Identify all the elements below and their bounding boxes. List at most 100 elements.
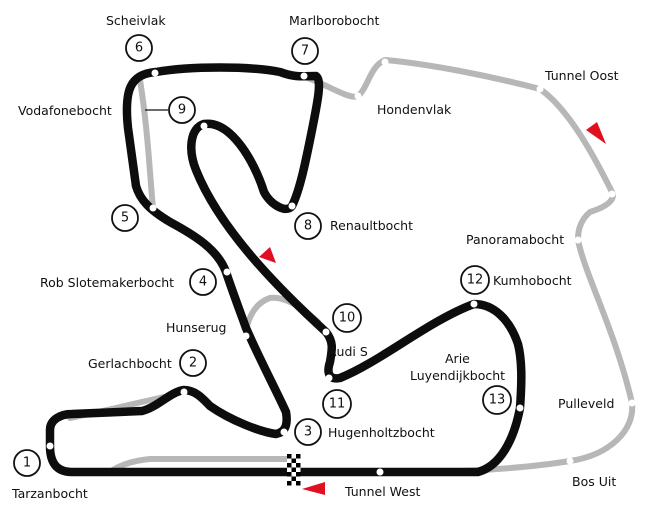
label-hunserug: Hunserug <box>166 320 226 335</box>
node-hondenvlak-top <box>381 58 389 66</box>
checker-square <box>287 463 292 468</box>
direction-arrow-tunnel-oost <box>586 122 606 144</box>
checker-square <box>296 481 301 486</box>
svg-text:13: 13 <box>489 393 506 408</box>
checker-square <box>287 454 292 459</box>
checker-square <box>296 467 301 472</box>
svg-text:1: 1 <box>23 456 31 471</box>
checker-square <box>291 472 296 477</box>
label-hondenvlak: Hondenvlak <box>377 102 452 117</box>
svg-text:3: 3 <box>304 425 312 440</box>
node-pulleveld <box>628 399 636 407</box>
checker-square <box>291 467 296 472</box>
track-nodes <box>46 58 636 476</box>
node-hugenholtzbocht <box>280 428 288 436</box>
node-rob-slotemakerbocht <box>223 268 231 276</box>
node-vodafonebocht <box>200 122 208 130</box>
corner-badge-5: 5 <box>111 204 139 232</box>
direction-arrows <box>259 122 606 495</box>
label-panoramabocht: Panoramabocht <box>466 232 564 247</box>
alt-track-scheivlak-link <box>137 77 156 211</box>
checker-square <box>291 481 296 486</box>
label-rob-slotemakerbocht: Rob Slotemakerbocht <box>40 275 174 290</box>
corner-badges: 1 2 3 4 5 6 7 8 9 10 11 12 13 <box>13 34 512 477</box>
checker-square <box>296 476 301 481</box>
checker-square <box>287 472 292 477</box>
direction-arrow-start <box>302 482 325 495</box>
corner-labels: Tarzanbocht Gerlachbocht Hugenholtzbocht… <box>11 13 572 501</box>
label-pulleveld: Pulleveld <box>558 396 614 411</box>
svg-text:9: 9 <box>178 103 186 118</box>
node-kumhobocht <box>470 300 478 308</box>
label-gerlachbocht: Gerlachbocht <box>88 356 172 371</box>
corner-badge-13: 13 <box>482 385 512 415</box>
svg-text:4: 4 <box>199 275 207 290</box>
main-track-layout <box>45 63 526 477</box>
svg-text:2: 2 <box>189 356 197 371</box>
node-tunnel-west <box>376 468 384 476</box>
checker-square <box>296 472 301 477</box>
checker-square <box>291 476 296 481</box>
node-gerlachbocht <box>180 388 188 396</box>
node-panorama-top <box>608 190 616 198</box>
svg-text:8: 8 <box>304 219 312 234</box>
corner-badge-9: 9 <box>168 96 196 124</box>
label-arie-luyendijkbocht-line2: Luyendijkbocht <box>410 368 505 383</box>
node-arie-luyendijkbocht <box>516 404 524 412</box>
node-marlborobocht <box>300 72 308 80</box>
start-finish-flag <box>287 454 301 486</box>
label-arie-luyendijkbocht-line1: Arie <box>445 351 470 366</box>
corner-badge-6: 6 <box>125 34 153 62</box>
checker-square <box>296 458 301 463</box>
place-labels: Hondenvlak Tunnel Oost Panoramabocht Pul… <box>166 68 619 499</box>
label-vodafonebocht: Vodafonebocht <box>18 103 112 118</box>
node-tarzanbocht <box>46 442 54 450</box>
node-renaultbocht <box>288 202 296 210</box>
checker-square <box>296 454 301 459</box>
node-hunserug <box>242 332 250 340</box>
node-corner-11 <box>325 374 333 382</box>
checker-square <box>296 463 301 468</box>
checker-square <box>291 454 296 459</box>
label-marlborobocht: Marlborobocht <box>289 13 380 28</box>
label-kumhobocht: Kumhobocht <box>493 273 572 288</box>
label-renaultbocht: Renaultbocht <box>330 218 413 233</box>
svg-text:6: 6 <box>135 41 143 56</box>
direction-arrow-audi-s <box>259 247 276 263</box>
corner-badge-3: 3 <box>294 418 322 446</box>
label-audi-s: Audi S <box>328 344 368 359</box>
corner-badge-7: 7 <box>291 37 319 65</box>
checker-square <box>287 458 292 463</box>
corner-badge-10: 10 <box>332 303 362 333</box>
node-scheivlak <box>151 69 159 77</box>
label-scheivlak: Scheivlak <box>106 13 166 28</box>
checker-square <box>291 458 296 463</box>
node-bos-uit <box>566 457 574 465</box>
node-panoramabocht <box>574 236 582 244</box>
label-tunnel-oost: Tunnel Oost <box>544 68 619 83</box>
checker-square <box>287 467 292 472</box>
corner-badge-4: 4 <box>189 268 217 296</box>
node-corner-5 <box>149 204 157 212</box>
corner-badge-2: 2 <box>179 349 207 377</box>
node-hondenvlak <box>354 92 362 100</box>
label-hugenholtzbocht: Hugenholtzbocht <box>328 425 435 440</box>
svg-text:12: 12 <box>467 273 484 288</box>
checker-square <box>287 476 292 481</box>
node-audi-s <box>322 328 330 336</box>
label-bos-uit: Bos Uit <box>572 474 616 489</box>
checker-square <box>287 481 292 486</box>
svg-text:5: 5 <box>121 211 129 226</box>
corner-badge-1: 1 <box>13 449 41 477</box>
svg-text:7: 7 <box>301 44 309 59</box>
label-tarzanbocht: Tarzanbocht <box>11 486 88 501</box>
label-tunnel-west: Tunnel West <box>344 484 420 499</box>
corner-badge-11: 11 <box>322 389 352 419</box>
corner-badge-12: 12 <box>460 265 490 295</box>
corner-badge-8: 8 <box>294 212 322 240</box>
checker-square <box>291 463 296 468</box>
node-tunnel-oost <box>536 85 544 93</box>
svg-text:11: 11 <box>329 397 346 412</box>
svg-text:10: 10 <box>339 311 356 326</box>
